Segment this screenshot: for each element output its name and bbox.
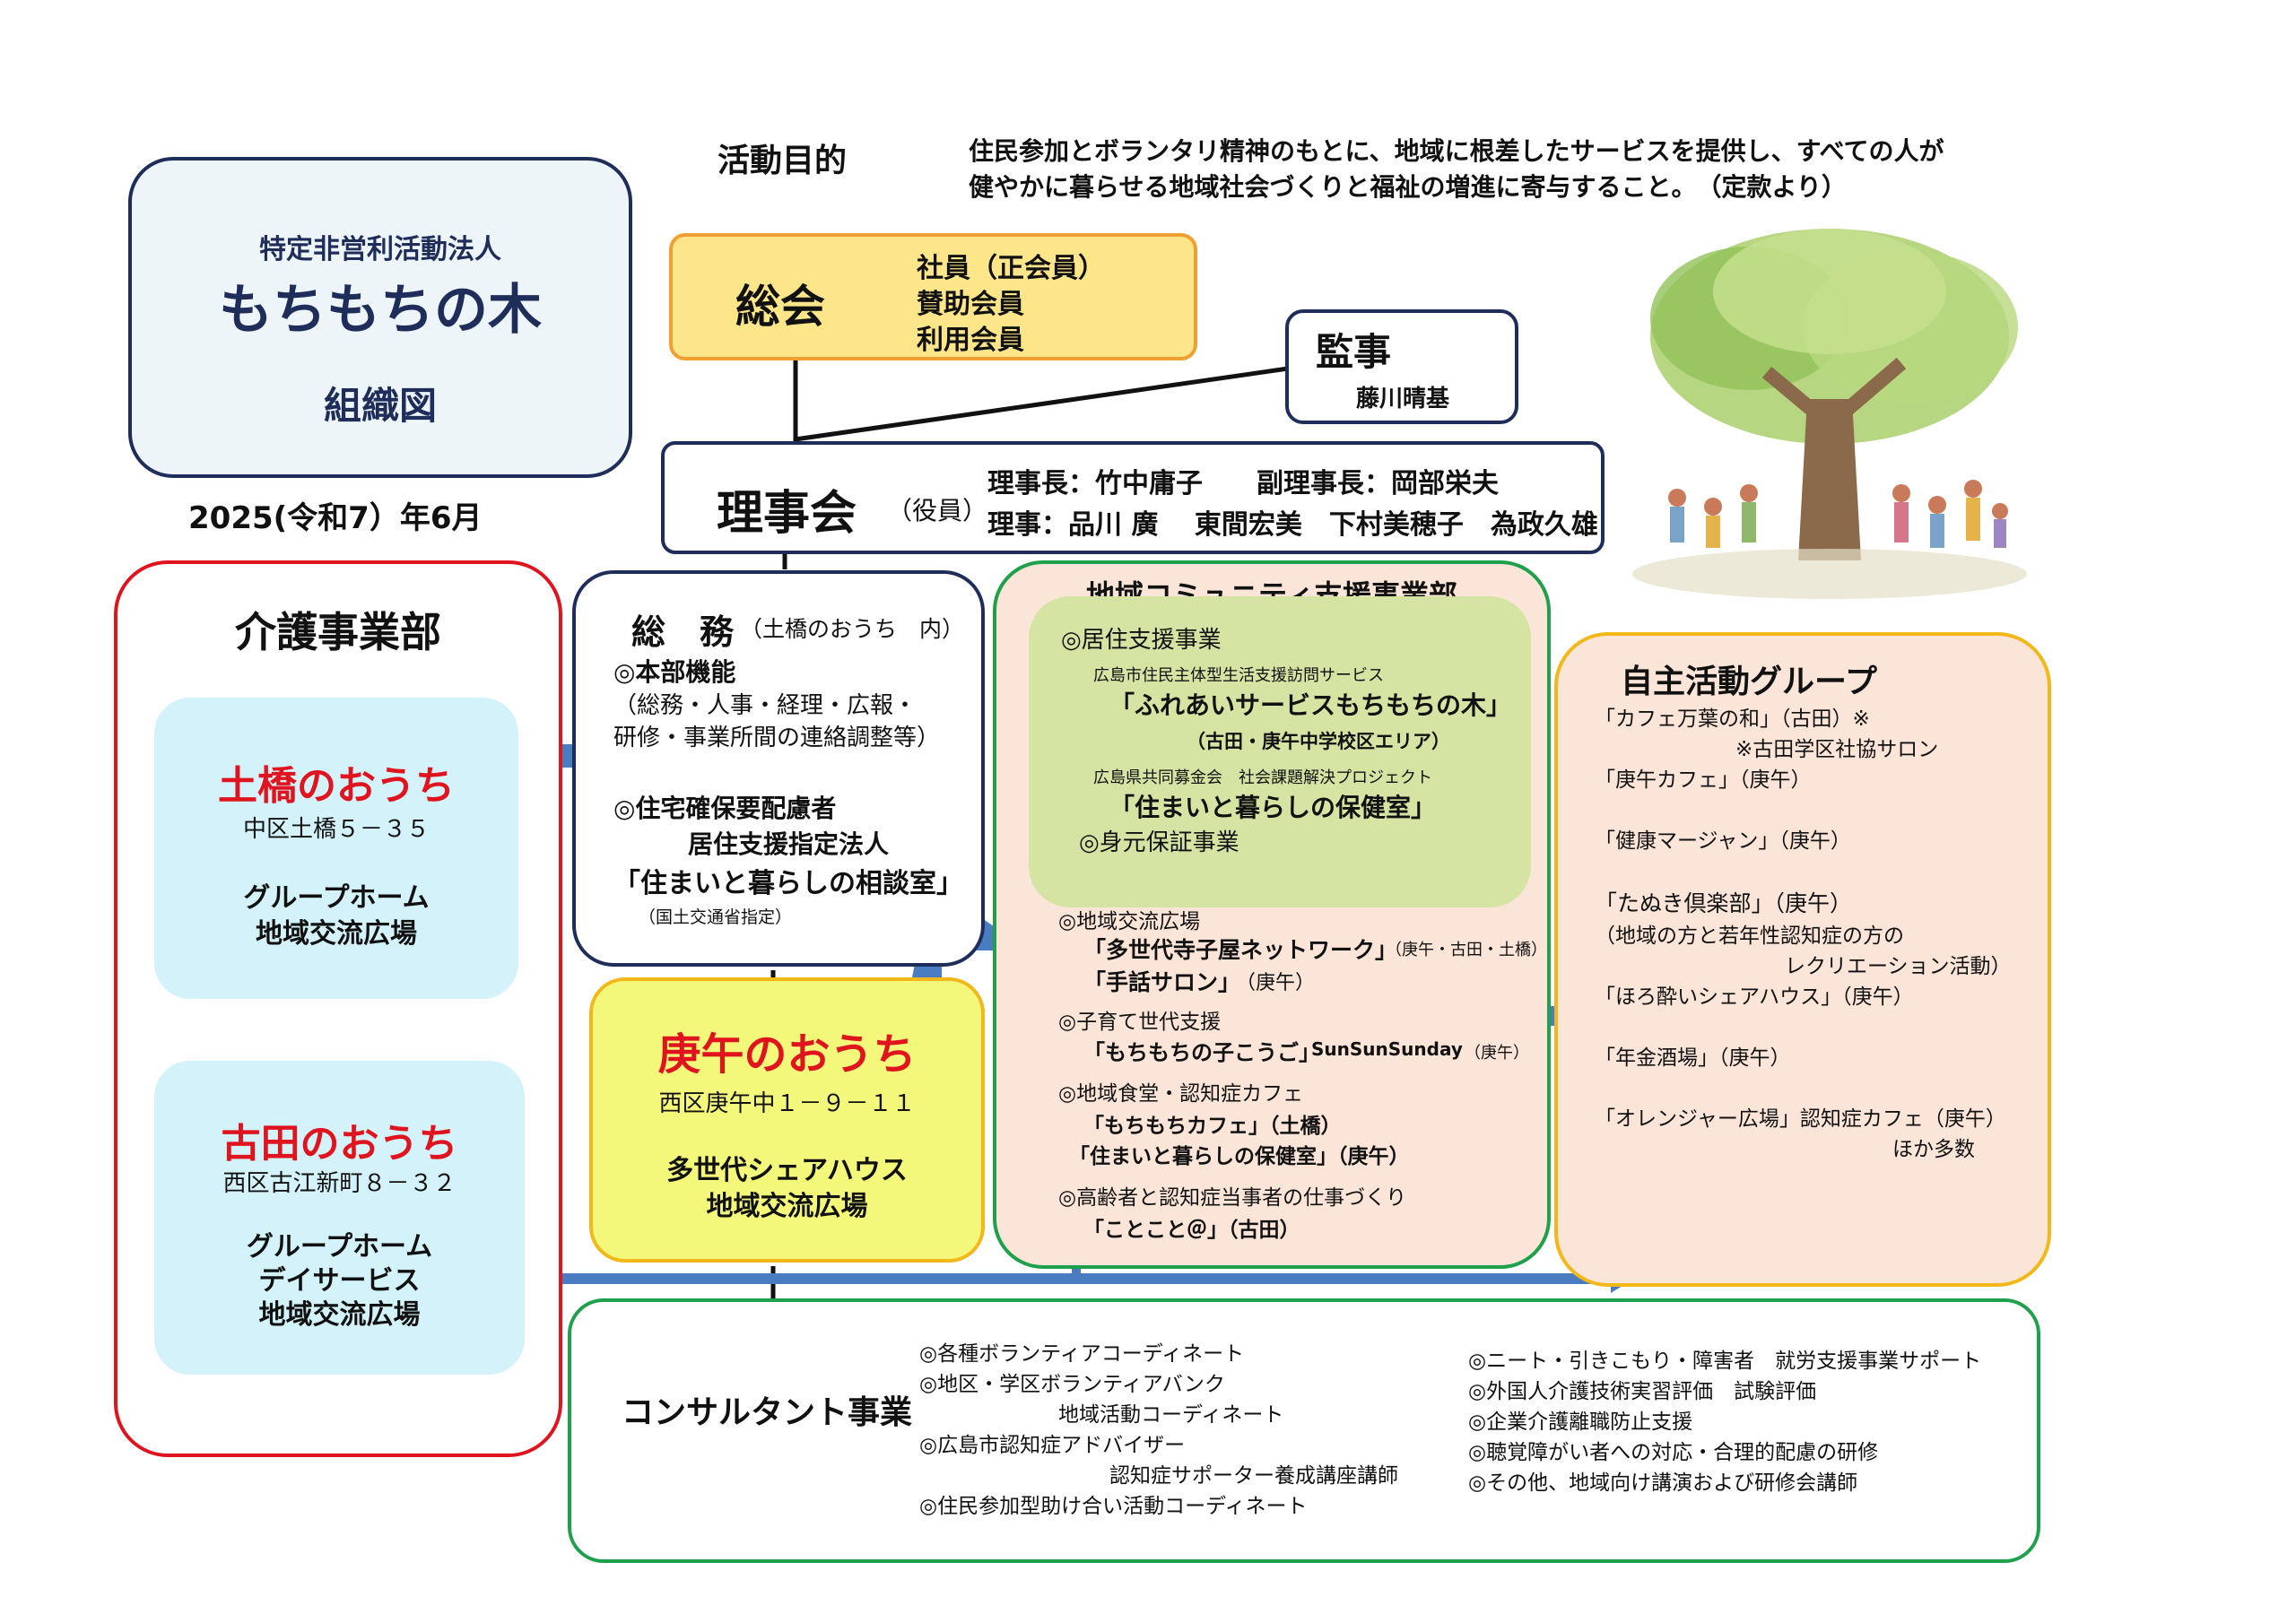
purpose-line-2: 健やかに暮らせる地域社会づくりと福祉の増進に寄与すること。 （定款より）	[969, 172, 1847, 202]
tsuchihashi-address: 中区土橋５－３５	[242, 816, 430, 843]
community-line-8: SunSunSunday	[1311, 1038, 1463, 1060]
consultant-left-5: 認知症サポーター養成講座講師	[1109, 1464, 1398, 1488]
community-line-7: 「もちもちの子こうご」	[1083, 1040, 1320, 1065]
green-line-5: 広島県共同募金会 社会課題解決プロジェクト	[1093, 768, 1432, 787]
housing-support-box: ◎居住支援事業 広島市住民主体型生活支援訪問サービス 「ふれあいサービスもちもち…	[1029, 596, 1531, 907]
koshi-name: 庚午のおうち	[657, 1029, 917, 1080]
community-line-13: ◎高齢者と認知症当事者の仕事づくり	[1058, 1186, 1407, 1210]
community-line-3: （庚午・古田・土橋）	[1386, 941, 1547, 959]
general-meeting-box: 総会 社員（正会員） 賛助会員 利用会員	[669, 233, 1197, 360]
furuta-name: 古田のおうち	[221, 1121, 458, 1167]
member-type-1: 社員（正会員）	[917, 253, 1105, 284]
auditor-title: 監事	[1316, 330, 1392, 374]
tsuchihashi-service-1: グループホーム	[243, 882, 430, 914]
doc-title: 組織図	[323, 384, 437, 428]
consultant-left-6: ◎住民参加型助け合い活動コーディネート	[919, 1495, 1308, 1518]
community-line-9: （庚午）	[1465, 1044, 1529, 1063]
community-line-2: 「多世代寺子屋ネットワーク」	[1083, 937, 1398, 963]
group-line-11: ほか多数	[1892, 1138, 1975, 1161]
consultant-left-1: ◎各種ボランティアコーディネート	[919, 1342, 1245, 1366]
community-line-14: 「ことこと＠」（古田）	[1083, 1219, 1300, 1242]
furuta-address: 西区古江新町８－３２	[222, 1170, 457, 1197]
ga-line-5: 居住支援指定法人	[688, 829, 890, 859]
tsuchihashi-service-2: 地域交流広場	[256, 918, 417, 950]
community-line-11: 「もちもちカフェ」（土橋）	[1083, 1115, 1342, 1138]
board-line-2: 理事：品川 廣 東間宏美 下村美穂子 為政久雄	[987, 509, 1598, 541]
group-line-10: 「オレンジャー広場」認知症カフェ（庚午）	[1595, 1107, 2006, 1131]
green-line-2: 広島市住民主体型生活支援訪問サービス	[1093, 666, 1384, 685]
group-line-7: レクリエーション活動）	[1785, 955, 2012, 978]
member-type-3: 利用会員	[917, 325, 1024, 356]
tree-illustration-icon	[1632, 229, 2027, 599]
purpose-line-1: 住民参加とボランタリ精神のもとに、地域に根差したサービスを提供し、すべての人が	[969, 136, 1944, 166]
group-line-8: 「ほろ酔いシェアハウス」（庚午）	[1595, 985, 1914, 1009]
general-affairs-title: 総 務	[631, 612, 735, 652]
board-line-1: 理事長：竹中庸子 副理事長：岡部栄夫	[987, 468, 1499, 499]
consultant-left-3: 地域活動コーディネート	[1058, 1403, 1284, 1427]
green-line-1: ◎居住支援事業	[1061, 627, 1222, 654]
general-affairs-title-note: （土橋のおうち 内）	[740, 616, 965, 642]
community-line-5: （庚午）	[1236, 972, 1316, 994]
groups-title: 自主活動グループ	[1621, 664, 1877, 700]
title-box: 特定非営利活動法人 もちもちの木 組織図	[128, 157, 632, 478]
community-line-4: 「手話サロン」	[1083, 969, 1241, 995]
consultant-right-2: ◎外国人介護技術実習評価 試験評価	[1468, 1380, 1817, 1403]
community-line-6: ◎子育て世代支援	[1058, 1011, 1222, 1034]
care-division-title: 介護事業部	[235, 608, 441, 656]
community-line-10: ◎地域食堂・認知症カフェ	[1058, 1082, 1304, 1106]
consultant-right-5: ◎その他、地域向け講演および研修会講師	[1468, 1471, 1858, 1495]
general-affairs-box: 総 務 （土橋のおうち 内） ◎本部機能 （総務・人事・経理・広報・ 研修・事業…	[572, 570, 985, 967]
board-box: 理事会 （役員） 理事長：竹中庸子 副理事長：岡部栄夫 理事：品川 廣 東間宏美…	[661, 441, 1605, 554]
koshi-service-1: 多世代シェアハウス	[666, 1155, 908, 1186]
green-line-3: 「ふれあいサービスもちもちの木」	[1109, 690, 1512, 720]
group-line-9: 「年金酒場」（庚午）	[1595, 1046, 1791, 1070]
furuta-service-2: デイサービス	[258, 1265, 421, 1297]
consultant-right-3: ◎企業介護離職防止支援	[1468, 1410, 1693, 1434]
org-type: 特定非営利活動法人	[259, 234, 501, 265]
community-line-1: ◎地域交流広場	[1058, 910, 1201, 933]
consultant-right-4: ◎聴覚障がい者への対応・合理的配慮の研修	[1468, 1441, 1879, 1464]
auditor-box: 監事 藤川晴基	[1285, 309, 1518, 424]
date-label: 2025(令和7）年6月	[188, 500, 483, 536]
koshi-service-2: 地域交流広場	[706, 1191, 868, 1222]
org-name: もちもちの木	[219, 279, 542, 342]
board-role-note: （役員）	[887, 496, 988, 525]
tsuchihashi-name: 土橋のおうち	[218, 763, 455, 809]
ga-line-6: 「住まいと暮らしの相談室」	[613, 868, 963, 899]
furuta-service-3: 地域交流広場	[258, 1299, 421, 1331]
consultant-right-1: ◎ニート・引きこもり・障害者 就労支援事業サポート	[1468, 1350, 1982, 1373]
group-line-2: ※古田学区社協サロン	[1735, 738, 1939, 761]
ga-line-3: 研修・事業所間の連絡調整等）	[613, 725, 941, 751]
auditor-name: 藤川晴基	[1356, 386, 1450, 412]
general-meeting-title: 総会	[735, 281, 825, 333]
ga-line-4: ◎住宅確保要配慮者	[613, 794, 837, 823]
ga-line-1: ◎本部機能	[613, 657, 736, 687]
consultant-left-2: ◎地区・学区ボランティアバンク	[919, 1373, 1225, 1396]
consultant-left-4: ◎広島市認知症アドバイザー	[919, 1434, 1186, 1457]
koshi-box: 庚午のおうち 西区庚午中１－９－１１ 多世代シェアハウス 地域交流広場	[589, 977, 985, 1263]
furuta-box: 古田のおうち 西区古江新町８－３２ グループホーム デイサービス 地域交流広場	[154, 1061, 525, 1375]
consultant-title: コンサルタント事業	[622, 1394, 913, 1431]
green-line-7: ◎身元保証事業	[1079, 829, 1239, 856]
group-line-1: 「カフェ万葉の和」（古田）※	[1595, 707, 1870, 731]
consultant-box: コンサルタント事業	[568, 1298, 2040, 1563]
board-title: 理事会	[717, 487, 857, 541]
group-line-6: （地域の方と若年性認知症の方の	[1595, 924, 1904, 948]
tsuchihashi-box: 土橋のおうち 中区土橋５－３５ グループホーム 地域交流広場	[154, 698, 518, 999]
groups-box: 自主活動グループ	[1554, 632, 2051, 1287]
green-line-4: （古田・庚午中学校区エリア）	[1187, 731, 1450, 752]
group-line-5: 「たぬき倶楽部」（庚午）	[1595, 890, 1853, 916]
community-line-12: 「住まいと暮らしの保健室」（庚午）	[1069, 1145, 1410, 1168]
ga-line-2: （総務・人事・経理・広報・	[613, 692, 918, 719]
group-line-3: 「庚午カフェ」（庚午）	[1595, 768, 1812, 792]
ga-line-7: （国土交通省指定）	[639, 907, 793, 927]
member-type-2: 賛助会員	[917, 289, 1024, 320]
koshi-address: 西区庚午中１－９－１１	[658, 1090, 916, 1117]
furuta-service-1: グループホーム	[246, 1231, 433, 1263]
purpose-label: 活動目的	[718, 143, 848, 179]
green-line-6: 「住まいと暮らしの保健室」	[1109, 793, 1437, 822]
group-line-4: 「健康マージャン」（庚午）	[1595, 829, 1851, 853]
